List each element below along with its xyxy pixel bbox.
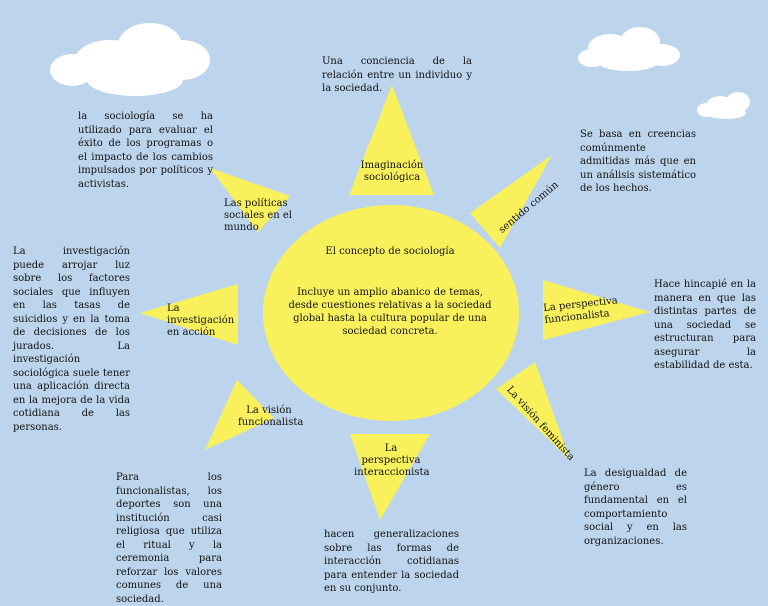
cloud-top-left — [50, 23, 210, 96]
center-text: Incluye un amplio abanico de temas, desd… — [288, 287, 492, 337]
label-perspectiva-interaccionista: La perspectiva interaccionista — [354, 443, 430, 478]
sun-center — [263, 205, 519, 421]
ray-sentido-comun — [470, 155, 552, 248]
label-vision-funcionalista: La visión funcionalista — [238, 405, 304, 428]
label-politicas-sociales: Las políticas sociales en el mundo — [224, 198, 292, 233]
ray-politicas-sociales — [210, 168, 290, 232]
ray-investigacion-accion — [140, 284, 238, 345]
ray-perspectiva-interaccionista — [350, 434, 430, 520]
desc-perspectiva-interaccionista: hacen generalizaciones sobre las formas … — [324, 529, 459, 594]
desc-investigacion-accion: La investigación puede arrojar luz sobre… — [13, 246, 130, 433]
label-investigacion-accion: La investigación en acción — [167, 303, 235, 338]
cloud-right — [697, 92, 750, 119]
cloud-top-right — [578, 27, 680, 71]
ray-imaginacion — [349, 85, 434, 195]
desc-vision-feminista: La desigualdad de género es fundamental … — [584, 468, 687, 547]
desc-sentido-comun: Se basa en creencias comúnmente admitida… — [580, 129, 696, 194]
ray-perspectiva-funcionalista — [543, 280, 650, 340]
ray-vision-funcionalista — [205, 380, 274, 450]
center-title: El concepto de sociología — [325, 246, 455, 257]
label-imaginacion: Imaginación sociológica — [360, 160, 424, 183]
desc-imaginacion: Una conciencia de la relación entre un i… — [322, 56, 472, 94]
desc-vision-funcionalista: Para los funcionalistas, los deportes so… — [116, 472, 222, 605]
desc-perspectiva-funcionalista: Hace hincapié en la manera en que las di… — [654, 279, 756, 371]
ray-vision-feminista — [496, 362, 570, 460]
desc-politicas-sociales: la sociología se ha utilizado para evalu… — [78, 111, 213, 190]
